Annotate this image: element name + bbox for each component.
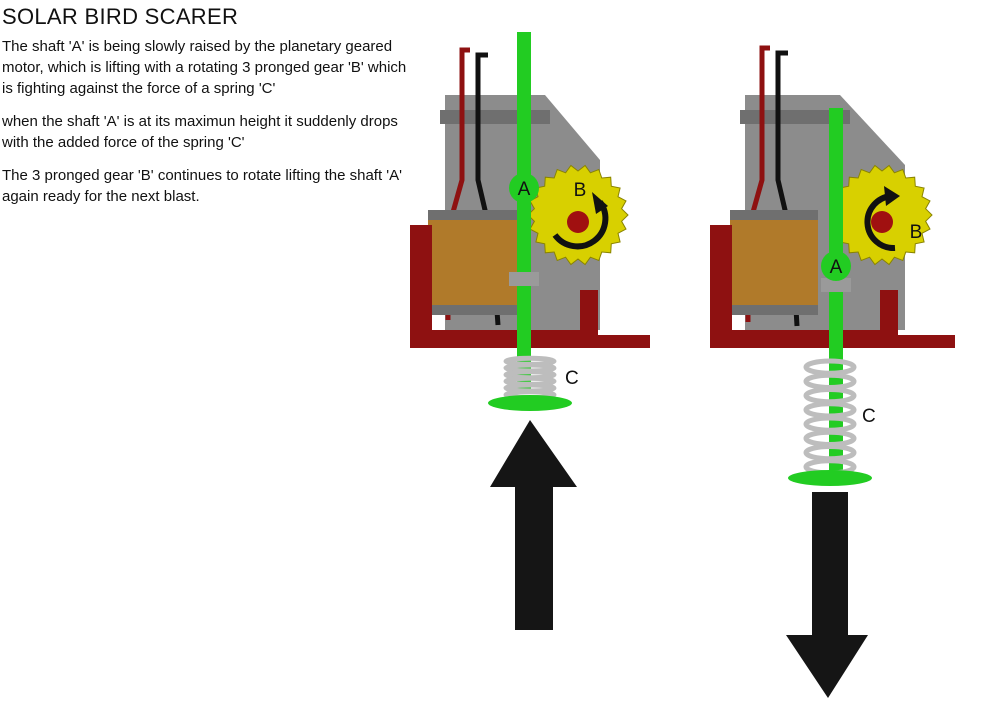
label-gear-b: B bbox=[574, 180, 587, 201]
spring-base-plate bbox=[488, 395, 572, 411]
label-shaft-a: A bbox=[830, 257, 843, 278]
spring-c bbox=[806, 361, 854, 473]
mechanism-right: A B C bbox=[710, 48, 955, 698]
arrow-up-icon bbox=[490, 420, 577, 630]
gear-hub bbox=[871, 211, 893, 233]
coil-cap-bottom bbox=[428, 305, 518, 315]
motor-coil bbox=[428, 215, 518, 310]
coil-cap-top bbox=[730, 210, 818, 220]
shaft-a bbox=[829, 108, 843, 478]
arrow-down-icon bbox=[786, 492, 868, 698]
mechanism-left: A B C bbox=[410, 32, 650, 630]
shaft-a bbox=[517, 32, 531, 392]
label-gear-b: B bbox=[910, 222, 923, 243]
gear-hub bbox=[567, 211, 589, 233]
shaft-collar bbox=[509, 272, 539, 286]
spring-base-plate bbox=[788, 470, 872, 486]
label-shaft-a: A bbox=[518, 179, 531, 200]
label-spring-c: C bbox=[565, 368, 579, 389]
motor-coil bbox=[730, 215, 818, 310]
spring-c bbox=[506, 358, 554, 397]
coil-cap-top bbox=[428, 210, 518, 220]
label-spring-c: C bbox=[862, 406, 876, 427]
top-plate bbox=[440, 110, 550, 124]
coil-cap-bottom bbox=[730, 305, 818, 315]
